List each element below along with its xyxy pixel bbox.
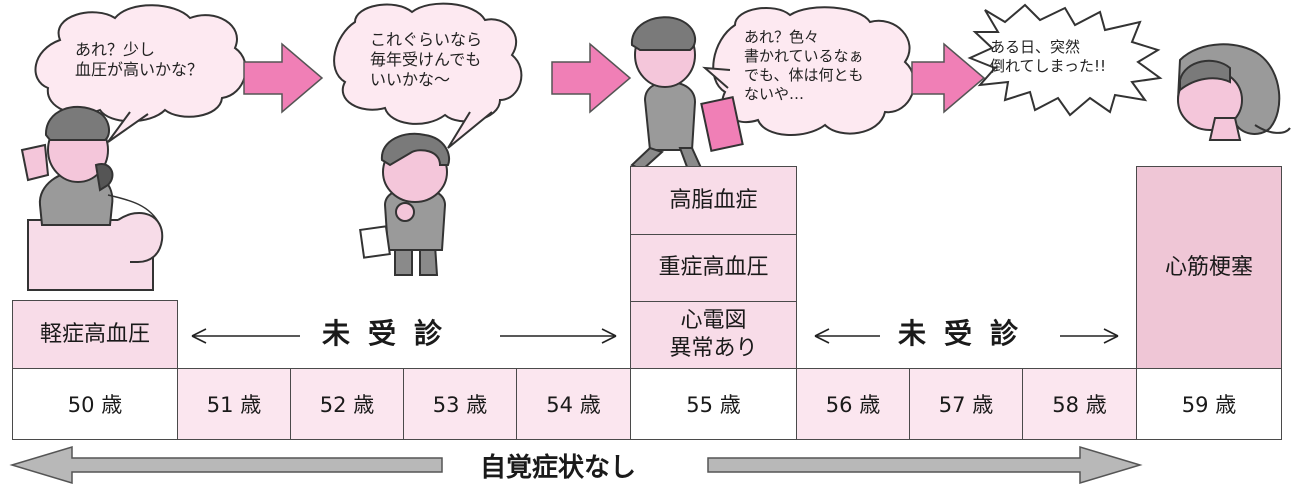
condition-age55-mid: 重症高血圧 (630, 234, 797, 302)
bubble-text-4: ある日、突然 倒れてしまった!! (990, 38, 1106, 75)
character-walking (630, 16, 744, 177)
character-collapsed (1176, 43, 1291, 141)
speech-bubble-2 (333, 2, 523, 149)
age-cell-51: 51 歳 (177, 368, 291, 440)
pink-arrow-3 (911, 42, 986, 114)
pink-arrow-2 (551, 42, 632, 114)
age-cell-58: 58 歳 (1022, 368, 1137, 440)
age-cell-56: 56 歳 (796, 368, 910, 440)
bubble-text-1: あれ？少し 血圧が高いかな？ (75, 40, 204, 79)
condition-age55-top: 高脂血症 (630, 166, 797, 235)
no-symptoms-label: 自覚症状なし (480, 453, 637, 483)
gray-arrow-left (9, 445, 443, 484)
gray-arrow-right (707, 445, 1143, 484)
unvisited-label-left: 未受診 (322, 317, 461, 350)
condition-age59: 心筋梗塞 (1136, 166, 1282, 369)
character-phone-at-desk (20, 105, 164, 291)
condition-age55-bottom: 心電図 異常あり (630, 301, 797, 369)
pink-arrow-1 (243, 42, 324, 114)
bubble-text-3: あれ？色々 書かれているなぁ でも、体は何とも ないや… (744, 28, 864, 103)
age-cell-50: 50 歳 (12, 368, 178, 440)
unvisited-arrow-left (191, 328, 617, 344)
speech-bubble-1 (34, 4, 247, 143)
unvisited-arrow-right (814, 328, 1119, 344)
bubble-text-2: これぐらいなら 毎年受けんでも いいかな～ (370, 30, 483, 89)
age-cell-53: 53 歳 (403, 368, 517, 440)
age-cell-55: 55 歳 (630, 368, 797, 440)
age-cell-52: 52 歳 (290, 368, 404, 440)
age-cell-59: 59 歳 (1136, 368, 1282, 440)
character-thinking (359, 132, 450, 276)
unvisited-label-right: 未受診 (898, 317, 1037, 350)
speech-bubble-4 (967, 3, 1163, 117)
age-cell-57: 57 歳 (909, 368, 1023, 440)
age-cell-54: 54 歳 (516, 368, 631, 440)
condition-age50: 軽症高血圧 (12, 300, 178, 369)
